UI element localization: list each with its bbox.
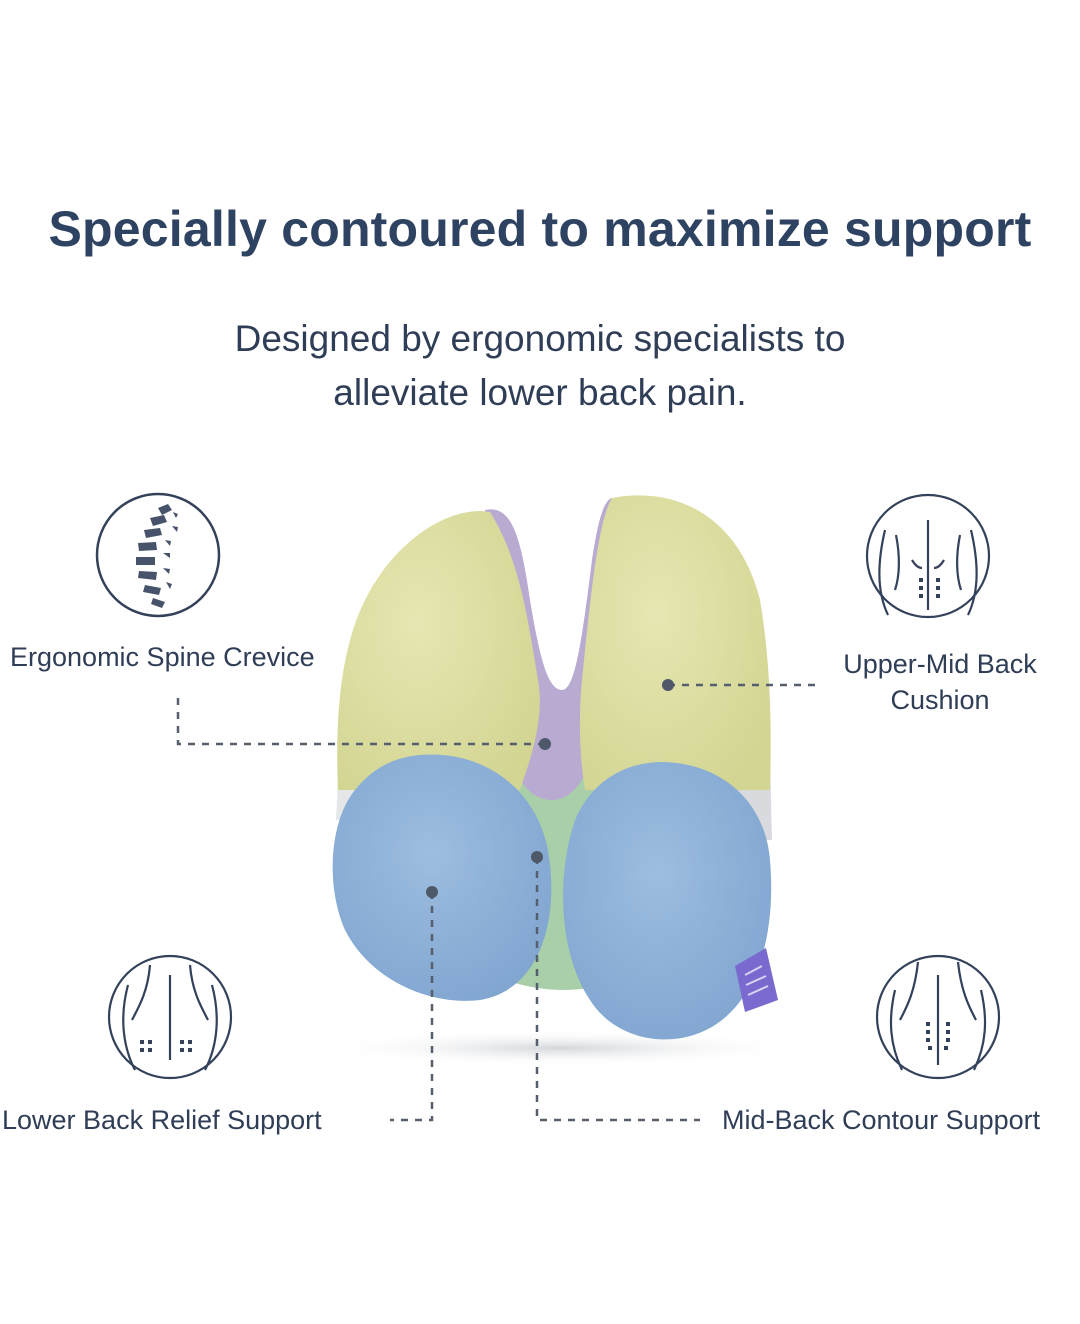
leader-dots [426, 679, 674, 898]
lower-back-icon [107, 954, 233, 1080]
subtitle-line-2: alleviate lower back pain. [333, 372, 747, 413]
leader-line-spine [176, 698, 544, 746]
upper-back-lobe-left [337, 511, 540, 790]
leader-line-mid [535, 857, 700, 1122]
upper-back-icon [865, 493, 991, 619]
pillow-illustration [332, 495, 778, 1040]
dot-lower [426, 886, 438, 898]
label-upper-mid-back-line-2: Cushion [890, 685, 990, 715]
spine-icon [95, 492, 221, 618]
label-upper-mid-back-line-1: Upper-Mid Back [843, 649, 1037, 679]
page-title: Specially contoured to maximize support [48, 201, 1032, 257]
upper-back-lobe-right [579, 495, 771, 790]
label-upper-mid-back: Upper-Mid Back Cushion [820, 646, 1060, 718]
mid-back-icon [875, 954, 1001, 1080]
label-lower-back: Lower Back Relief Support [2, 1105, 322, 1135]
dot-upper [662, 679, 674, 691]
leader-line-lower [390, 892, 434, 1122]
dot-mid [531, 851, 543, 863]
lower-back-lobe-right [563, 762, 772, 1040]
lower-back-lobe-left [332, 754, 552, 1001]
subtitle-line-1: Designed by ergonomic specialists to [234, 318, 846, 359]
brand-tag-mark [744, 965, 769, 996]
dot-spine [539, 738, 551, 750]
pillow-shadow [310, 1030, 810, 1066]
page-subtitle: Designed by ergonomic specialists to all… [140, 312, 940, 420]
label-mid-back: Mid-Back Contour Support [722, 1105, 1041, 1135]
leader-lines [176, 683, 822, 1122]
label-spine-crevice: Ergonomic Spine Crevice [10, 642, 315, 672]
